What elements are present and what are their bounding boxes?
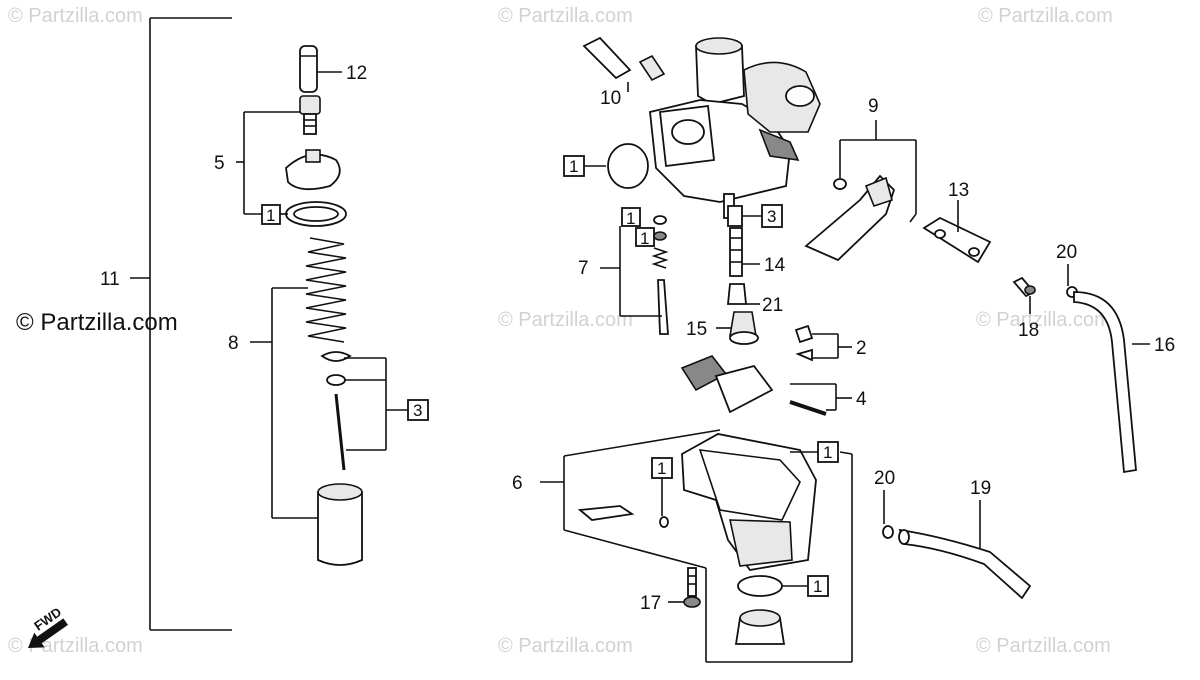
callout-1-drain-oring: 1: [657, 459, 666, 478]
watermark-main: © Partzilla.com: [16, 309, 178, 336]
callout-20-upper: 20: [1056, 242, 1077, 263]
part-14-needle-jet-holder: 3 14: [727, 204, 786, 277]
callout-3-needle-jet: 3: [767, 207, 776, 226]
boxed-callout-1-drain-oring: [651, 457, 673, 479]
callout-1-chamber-gasket: 1: [823, 443, 832, 462]
part-19-tube: 19: [898, 478, 1032, 600]
callout-13: 13: [948, 180, 969, 201]
callout-2: 2: [856, 338, 867, 359]
callout-1-body-o-ring: 1: [569, 157, 578, 176]
callout-1-pilot-washer: 1: [626, 209, 635, 228]
callout-17: 17: [640, 593, 661, 614]
watermark-top-right: © Partzilla.com: [978, 5, 1113, 27]
part-17-screw: 17: [640, 567, 701, 614]
part-16-tube: 16: [1073, 291, 1175, 474]
callout-4: 4: [856, 389, 867, 410]
part-chamber-gasket: 1: [790, 441, 839, 463]
part-9-choke-lever: 9: [804, 96, 917, 262]
callout-12: 12: [346, 63, 367, 84]
boxed-callout-3-needle-jet: [761, 204, 783, 228]
watermarks: © Partzilla.com © Partzilla.com © Partzi…: [8, 5, 1113, 657]
part-5-group-locknut: [299, 95, 321, 135]
part-2-float-valve: 2: [794, 324, 867, 362]
callout-9: 9: [868, 96, 879, 117]
callout-21: 21: [762, 295, 783, 316]
callout-16: 16: [1154, 335, 1175, 356]
watermark-top-left: © Partzilla.com: [8, 5, 143, 27]
part-18-screw: 18: [1012, 276, 1039, 341]
part-6-float-chamber: 6: [512, 429, 853, 663]
watermark-mid-right: © Partzilla.com: [976, 309, 1111, 331]
callout-1-pilot-oring: 1: [640, 229, 649, 248]
part-3-group-needle-clip: [320, 351, 352, 471]
boxed-callout-3-needle-clip: [407, 399, 429, 421]
watermark-bottom-center: © Partzilla.com: [498, 635, 633, 657]
boxed-callout-1-plug-oring: [807, 575, 829, 597]
part-15-main-jet: 15: [686, 311, 759, 345]
part-20-clip-upper: 20: [1056, 242, 1078, 298]
part-throttle-spring: [305, 237, 347, 343]
watermark-bottom-right: © Partzilla.com: [976, 635, 1111, 657]
part-drain-screw-oring: 1: [651, 457, 673, 516]
watermark-top-center: © Partzilla.com: [498, 5, 633, 27]
part-5-top-cap: 5: [214, 111, 341, 215]
part-21-jet: 21: [727, 283, 783, 316]
watermark-bottom-left: © Partzilla.com: [8, 635, 143, 657]
carburetor-body: [649, 37, 821, 219]
part-7-pilot-screw-set: 1 1 7: [578, 207, 669, 335]
part-3-bracket-left: 3: [344, 357, 429, 451]
part-cap-gasket: 1: [261, 201, 347, 227]
callout-1-plug-oring: 1: [813, 577, 822, 596]
callout-7: 7: [578, 258, 589, 279]
callout-8: 8: [228, 333, 239, 354]
callout-10: 10: [600, 88, 621, 109]
part-10-screw-set: 10: [582, 36, 666, 109]
callout-11: 11: [100, 269, 120, 290]
callout-14: 14: [764, 255, 786, 276]
callout-6: 6: [512, 473, 523, 494]
part-8-throttle-valve: 8: [228, 287, 363, 566]
callout-18: 18: [1018, 320, 1039, 341]
part-body-o-ring: 1: [563, 143, 649, 189]
boxed-callout-1-pilot-washer: [621, 207, 641, 227]
watermark-mid-center: © Partzilla.com: [498, 309, 633, 331]
callout-15: 15: [686, 319, 707, 340]
assembly-11-bracket: 11: [100, 17, 232, 631]
boxed-callout-1-cap-gasket: [261, 204, 281, 225]
callout-5: 5: [214, 153, 225, 174]
boxed-callout-1-chamber-gasket: [817, 441, 839, 463]
part-drain-plug: 1: [734, 575, 829, 645]
callout-1-cap-gasket: 1: [266, 206, 275, 225]
part-4-float: 4: [680, 355, 867, 416]
part-12-throttle-adjuster: 12: [299, 45, 367, 93]
callout-19: 19: [970, 478, 991, 499]
part-20-clip-lower: 20: [874, 468, 895, 539]
callout-3-needle-clip: 3: [413, 401, 422, 420]
part-13-bracket: 13: [922, 180, 992, 264]
callout-20-lower: 20: [874, 468, 895, 489]
boxed-callout-1-body-o-ring: [563, 155, 585, 177]
